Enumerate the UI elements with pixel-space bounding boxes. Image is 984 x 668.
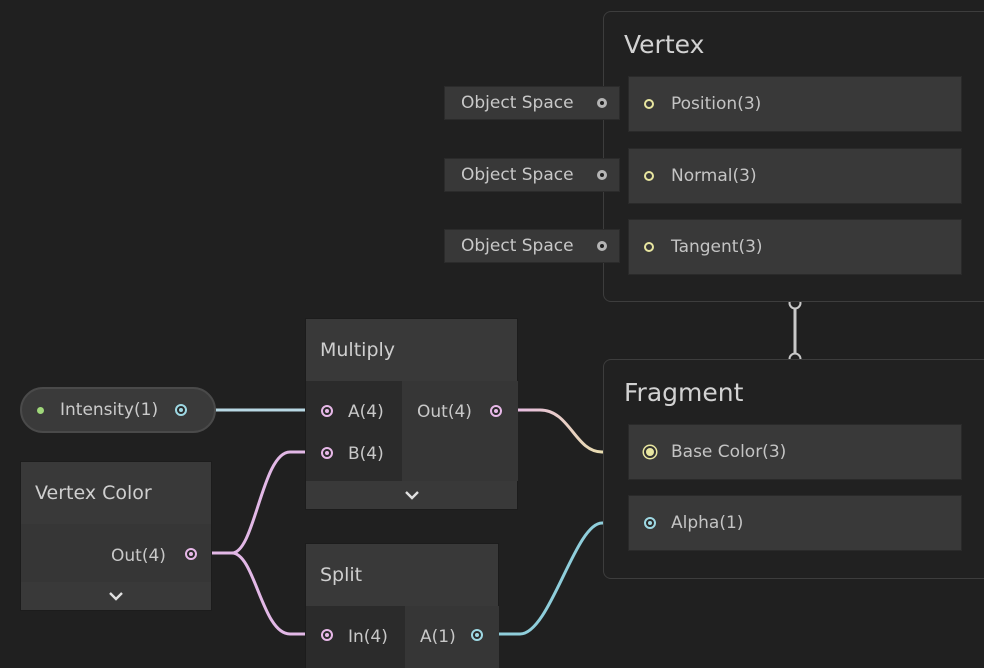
vertex-color-outputs-panel — [21, 524, 211, 582]
split-node-header[interactable]: Split — [306, 544, 498, 606]
position-port[interactable] — [644, 99, 654, 109]
split-input-label: In(4) — [348, 627, 388, 647]
vertex-color-node-header[interactable]: Vertex Color — [21, 462, 211, 524]
multiply-node-header[interactable]: Multiply — [306, 319, 517, 381]
vertex-context-title: Vertex — [624, 30, 705, 59]
basecolor-port[interactable] — [644, 446, 656, 458]
multiply-inputs-panel — [306, 381, 402, 481]
multiply-input-b-port[interactable] — [321, 447, 333, 459]
vertex-block-tangent[interactable]: Tangent(3) — [628, 219, 962, 275]
normal-space-pill[interactable]: Object Space — [444, 158, 620, 192]
vertex-block-normal[interactable]: Normal(3) — [628, 148, 962, 204]
vertex-color-node[interactable]: Vertex Color Out(4) — [20, 461, 212, 611]
multiply-output-port[interactable] — [490, 405, 502, 417]
fragment-block-alpha[interactable]: Alpha(1) — [628, 495, 962, 551]
vertex-context[interactable]: Vertex Position(3) Normal(3) Tangent(3) — [603, 11, 984, 302]
fragment-block-label: Alpha(1) — [671, 513, 744, 533]
multiply-input-b-label: B(4) — [348, 444, 384, 464]
fragment-context-title: Fragment — [624, 378, 744, 407]
space-label: Object Space — [461, 93, 574, 113]
intensity-label: Intensity(1) — [60, 400, 159, 420]
vertex-color-output-label: Out(4) — [111, 546, 166, 566]
chevron-down-icon — [405, 491, 419, 500]
vertex-block-label: Position(3) — [671, 94, 762, 114]
fragment-block-basecolor[interactable]: Base Color(3) — [628, 424, 962, 480]
multiply-outputs-panel — [402, 381, 518, 481]
vertex-color-output-port[interactable] — [185, 548, 197, 560]
space-output-dot — [597, 170, 607, 180]
property-dot — [37, 407, 44, 414]
tangent-space-pill[interactable]: Object Space — [444, 229, 620, 263]
normal-port[interactable] — [644, 171, 654, 181]
vertex-block-position[interactable]: Position(3) — [628, 76, 962, 132]
multiply-node-title: Multiply — [320, 339, 396, 361]
tangent-port[interactable] — [644, 242, 654, 252]
split-input-port[interactable] — [321, 629, 333, 641]
position-space-pill[interactable]: Object Space — [444, 86, 620, 120]
space-label: Object Space — [461, 236, 574, 256]
vertex-block-label: Normal(3) — [671, 166, 757, 186]
space-label: Object Space — [461, 165, 574, 185]
wire-vertexcolor-to-multiply-b — [196, 450, 320, 555]
multiply-input-a-label: A(4) — [348, 402, 384, 422]
multiply-output-label: Out(4) — [417, 402, 472, 422]
alpha-port[interactable] — [644, 517, 656, 529]
multiply-expand-bar[interactable] — [306, 481, 517, 509]
intensity-property-node[interactable]: Intensity(1) — [20, 387, 216, 433]
fragment-context[interactable]: Fragment Base Color(3) Alpha(1) — [603, 359, 984, 579]
split-node-title: Split — [320, 564, 363, 586]
vertex-color-node-title: Vertex Color — [35, 482, 152, 504]
split-node[interactable]: Split In(4) A(1) — [305, 543, 499, 668]
vertex-color-expand-bar[interactable] — [21, 582, 211, 610]
split-output-a-label: A(1) — [420, 627, 456, 647]
split-outputs-panel — [405, 606, 499, 668]
space-output-dot — [597, 98, 607, 108]
split-output-a-port[interactable] — [471, 629, 483, 641]
chevron-down-icon — [109, 592, 123, 601]
intensity-output-port[interactable] — [175, 404, 187, 416]
vertex-block-label: Tangent(3) — [671, 237, 763, 257]
fragment-block-label: Base Color(3) — [671, 442, 787, 462]
multiply-node[interactable]: Multiply A(4) B(4) Out(4) — [305, 318, 518, 510]
space-output-dot — [597, 241, 607, 251]
multiply-input-a-port[interactable] — [321, 405, 333, 417]
